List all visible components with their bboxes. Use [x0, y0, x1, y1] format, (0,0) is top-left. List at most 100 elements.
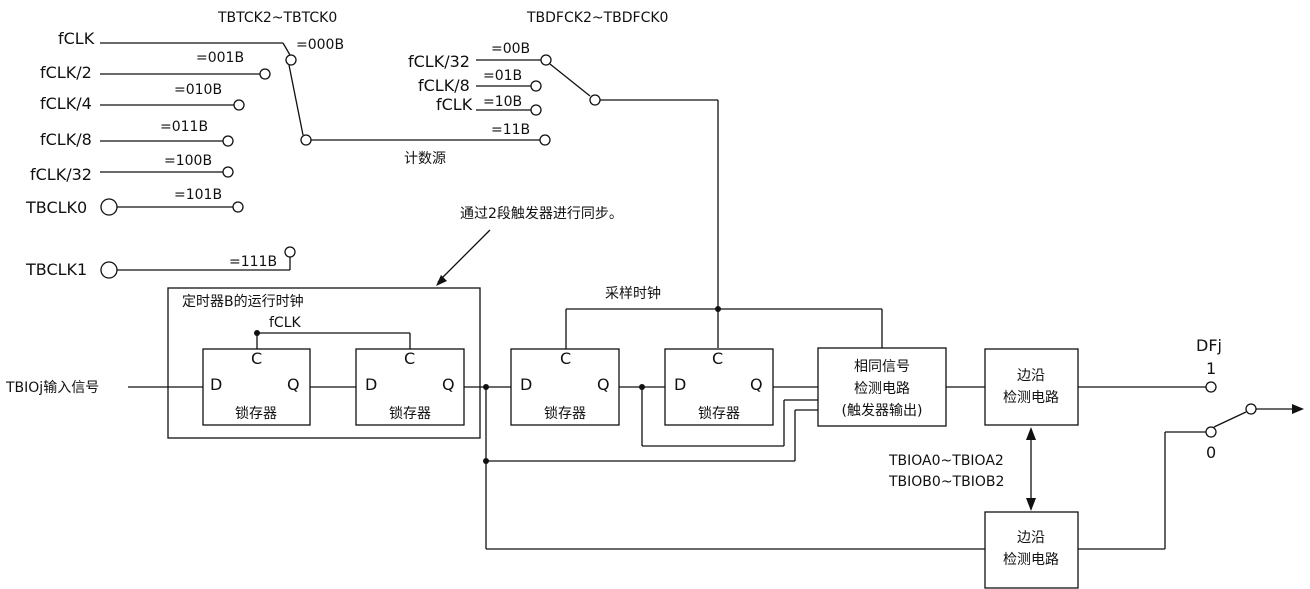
switch-contact — [222, 166, 234, 178]
pin-arrowhead-up — [1026, 427, 1036, 440]
selector1-title: TBTCK2~TBTCK0 — [217, 10, 337, 26]
selector2-title: TBDFCK2~TBDFCK0 — [526, 10, 668, 26]
edge-detector-2: 边沿 检测电路 — [984, 511, 1079, 589]
output-pos-0: 0 — [1206, 443, 1216, 462]
selector2-input-fclk: fCLK =10B — [436, 94, 542, 116]
latch-d-pin: D — [674, 375, 686, 394]
input-label: fCLK/2 — [40, 63, 92, 82]
selector1-input-fclk: fCLK =000B — [58, 29, 344, 53]
code-label: =000B — [296, 37, 344, 53]
latch-name: 锁存器 — [544, 406, 586, 422]
input-label: fCLK/8 — [40, 130, 92, 149]
switch-contact — [284, 246, 296, 258]
input-signal-label: TBIOj输入信号 — [5, 380, 99, 396]
switch-contact — [232, 201, 244, 213]
switch-pivot-bottom — [300, 134, 312, 146]
code-label: =100B — [164, 153, 212, 169]
switch-contact — [530, 80, 542, 92]
latch-c-pin: C — [404, 349, 415, 368]
sync-group-title: 定时器B的运行时钟 — [182, 293, 304, 310]
switch-contact — [259, 68, 271, 80]
selector1-switch: 计数源 — [282, 42, 540, 167]
code-label: =111B — [229, 254, 277, 270]
sync-clock-label: fCLK — [269, 315, 302, 331]
latch-name: 锁存器 — [235, 406, 277, 422]
edge-detector-line-2: 检测电路 — [1003, 390, 1059, 406]
input-label: TBCLK0 — [25, 198, 87, 217]
sync-group-box — [167, 287, 481, 439]
code-label: =00B — [491, 41, 530, 57]
code-label: =011B — [160, 119, 208, 135]
output-label: DFj — [1196, 336, 1222, 355]
latch-name: 锁存器 — [389, 406, 431, 422]
latch-c-pin: C — [560, 349, 571, 368]
input-label: fCLK/4 — [40, 94, 92, 113]
latch-q-pin: Q — [287, 375, 300, 394]
junction — [715, 306, 721, 312]
selector1-input-tbclk0: TBCLK0 =101B — [25, 187, 244, 217]
switch-contact — [530, 104, 542, 116]
output-arrowhead — [1292, 404, 1304, 414]
latch-q-pin: Q — [750, 375, 763, 394]
pins-label-b: TBIOB0~TBIOB2 — [888, 474, 1004, 490]
detector-line-1: 相同信号 — [854, 359, 910, 375]
selector2-input-fclk-32: fCLK/32 =00B — [408, 41, 552, 71]
latch-q-pin: Q — [597, 375, 610, 394]
selector1-input-fclk-32: fCLK/32 =100B — [30, 153, 234, 184]
pins-label-a: TBIOA0~TBIOA2 — [888, 453, 1004, 469]
code-label: =101B — [174, 187, 222, 203]
pin-terminal — [100, 261, 118, 279]
latch-c-pin: C — [712, 349, 723, 368]
sampling-clock-label: 采样时钟 — [605, 285, 661, 302]
count-source-label: 计数源 — [404, 151, 446, 167]
same-signal-detector: 相同信号 检测电路 (触发器输出) — [817, 347, 947, 427]
edge-detector-line-2: 检测电路 — [1003, 552, 1059, 568]
annotation-arrow — [437, 229, 491, 283]
input-label: fCLK/8 — [418, 76, 470, 95]
output-contact-0 — [1205, 426, 1217, 438]
selector1-input-fclk-2: fCLK/2 =001B — [40, 50, 271, 82]
detector-line-2: 检测电路 — [854, 381, 910, 397]
latch-2: C D Q 锁存器 — [355, 348, 465, 426]
switch-contact — [222, 135, 234, 147]
detector-line-3: (触发器输出) — [842, 403, 923, 419]
output-switch-arm — [1213, 411, 1247, 428]
latch-q-pin: Q — [442, 375, 455, 394]
pin-terminal — [100, 198, 118, 216]
latch-c-pin: C — [251, 349, 262, 368]
switch-pivot — [589, 94, 601, 106]
pin-arrowhead-down — [1026, 498, 1036, 511]
selector1-input-tbclk1: TBCLK1 =111B — [25, 246, 296, 279]
switch-contact — [540, 54, 552, 66]
switch-pivot-top — [285, 54, 297, 66]
output-switch-pivot — [1245, 403, 1257, 415]
input-label: TBCLK1 — [25, 260, 87, 279]
latch-1: C D Q 锁存器 — [202, 348, 311, 426]
code-label: =11B — [491, 122, 530, 138]
selector1-input-fclk-4: fCLK/4 =010B — [40, 82, 245, 113]
selector2-input-fclk-8: fCLK/8 =01B — [418, 68, 542, 95]
latch-d-pin: D — [210, 375, 222, 394]
latch-d-pin: D — [365, 375, 377, 394]
latch-d-pin: D — [520, 375, 532, 394]
code-label: =01B — [483, 68, 522, 84]
edge-detector-line-1: 边沿 — [1017, 530, 1045, 546]
input-label: fCLK — [58, 29, 95, 48]
input-label: fCLK/32 — [408, 52, 470, 71]
code-label: =10B — [483, 94, 522, 110]
edge-detector-line-1: 边沿 — [1017, 368, 1045, 384]
latch-4: C D Q 锁存器 — [664, 348, 774, 426]
code-label: =010B — [174, 82, 222, 98]
selector2-input-11b: =11B — [491, 122, 551, 146]
junction — [254, 330, 260, 336]
output-contact-1 — [1205, 381, 1217, 393]
switch-contact — [233, 99, 245, 111]
selector1-input-fclk-8: fCLK/8 =011B — [40, 119, 234, 149]
latch-name: 锁存器 — [698, 406, 740, 422]
edge-detector-1: 边沿 检测电路 — [984, 348, 1079, 426]
input-label: fCLK — [436, 95, 473, 114]
switch-contact — [539, 134, 551, 146]
input-label: fCLK/32 — [30, 165, 92, 184]
output-pos-1: 1 — [1206, 359, 1216, 378]
